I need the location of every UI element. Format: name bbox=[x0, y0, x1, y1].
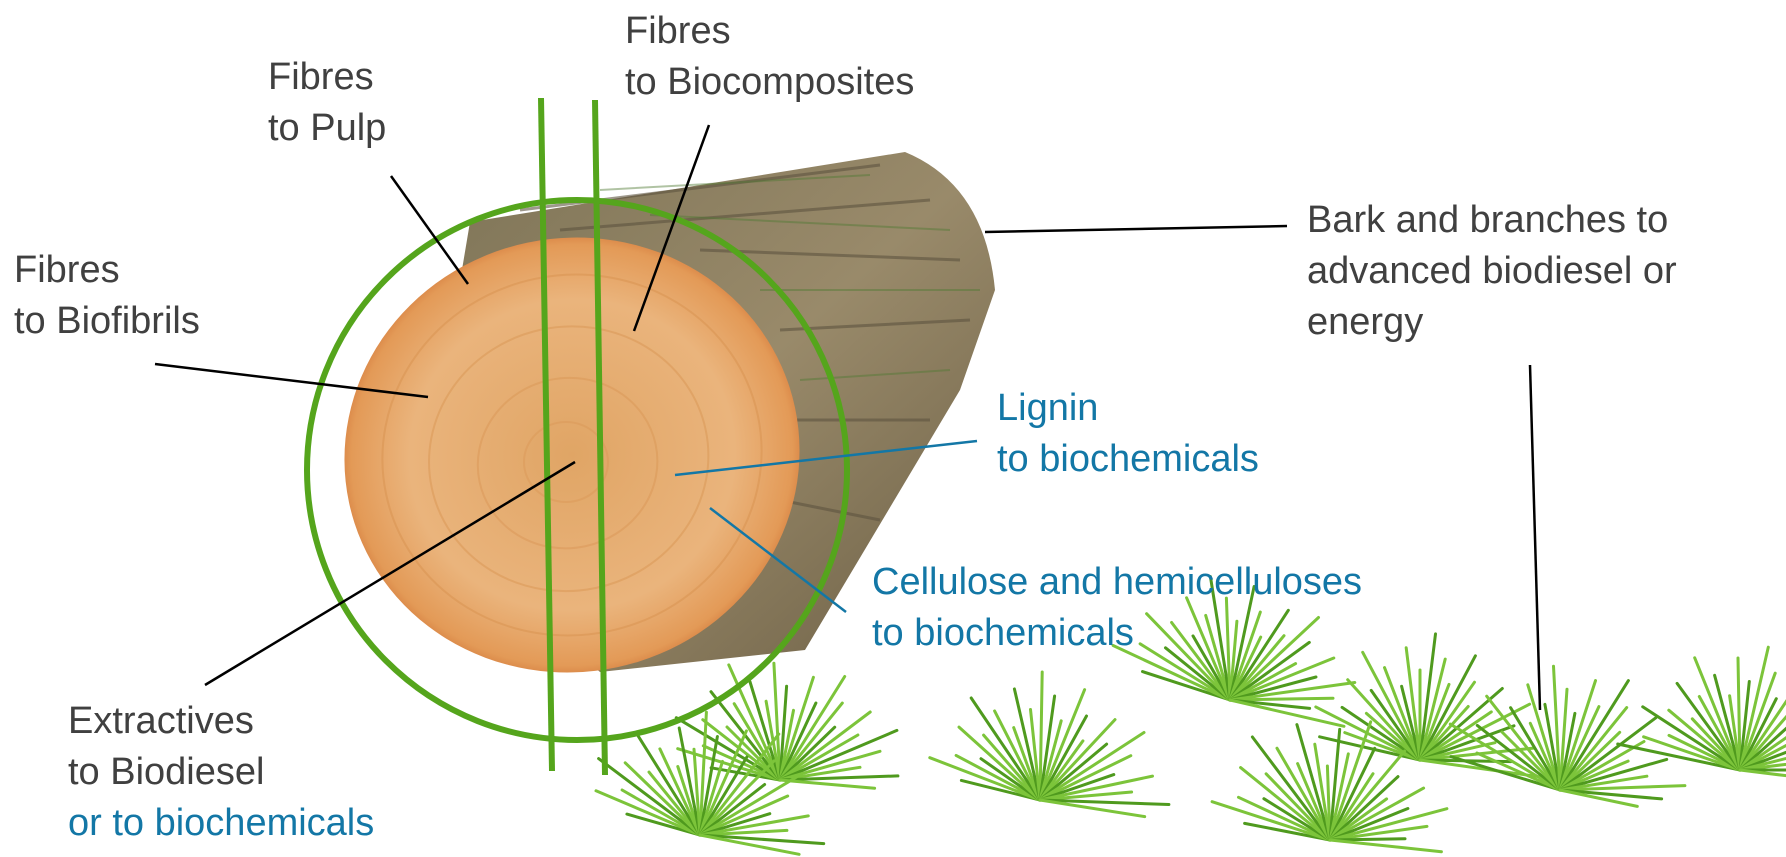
label-fibres-biocomposites: Fibres to Biocomposites bbox=[625, 6, 914, 108]
leader-branches bbox=[1530, 365, 1540, 710]
label-cellulose: Cellulose and hemicelluloses to biochemi… bbox=[872, 557, 1362, 659]
leader-bark bbox=[985, 226, 1287, 232]
label-extractives: Extractives to Biodiesel or to biochemic… bbox=[68, 696, 374, 849]
label-fibres-pulp: Fibres to Pulp bbox=[268, 52, 386, 154]
label-bark-branches: Bark and branches to advanced biodiesel … bbox=[1307, 195, 1677, 348]
label-lignin: Lignin to biochemicals bbox=[997, 383, 1259, 485]
label-fibres-biofibrils: Fibres to Biofibrils bbox=[14, 245, 200, 347]
